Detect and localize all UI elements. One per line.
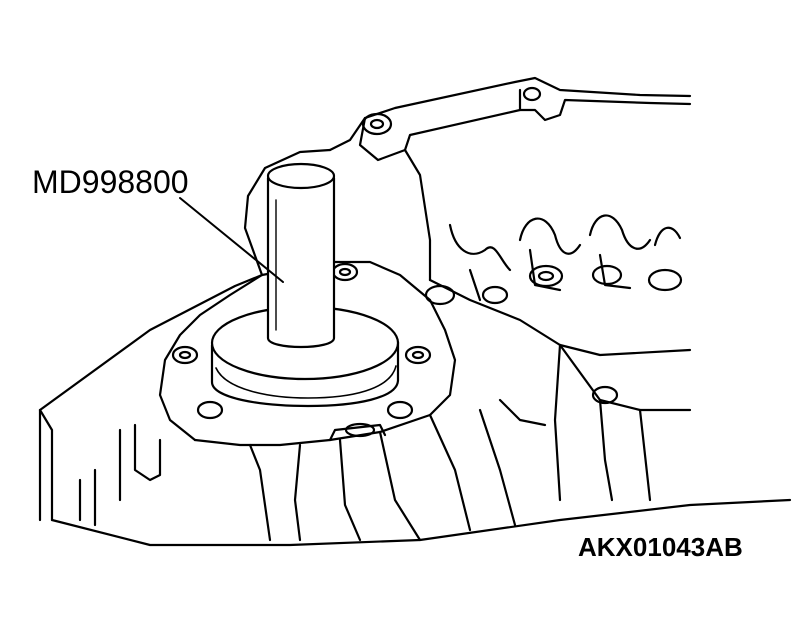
transaxle-case [38, 76, 792, 547]
figure-code: AKX01043AB [578, 532, 743, 562]
installer-shaft [266, 162, 336, 349]
tool-label: MD998800 [32, 164, 189, 200]
label-leader-line [179, 197, 284, 283]
installer-base-disc [210, 305, 400, 408]
